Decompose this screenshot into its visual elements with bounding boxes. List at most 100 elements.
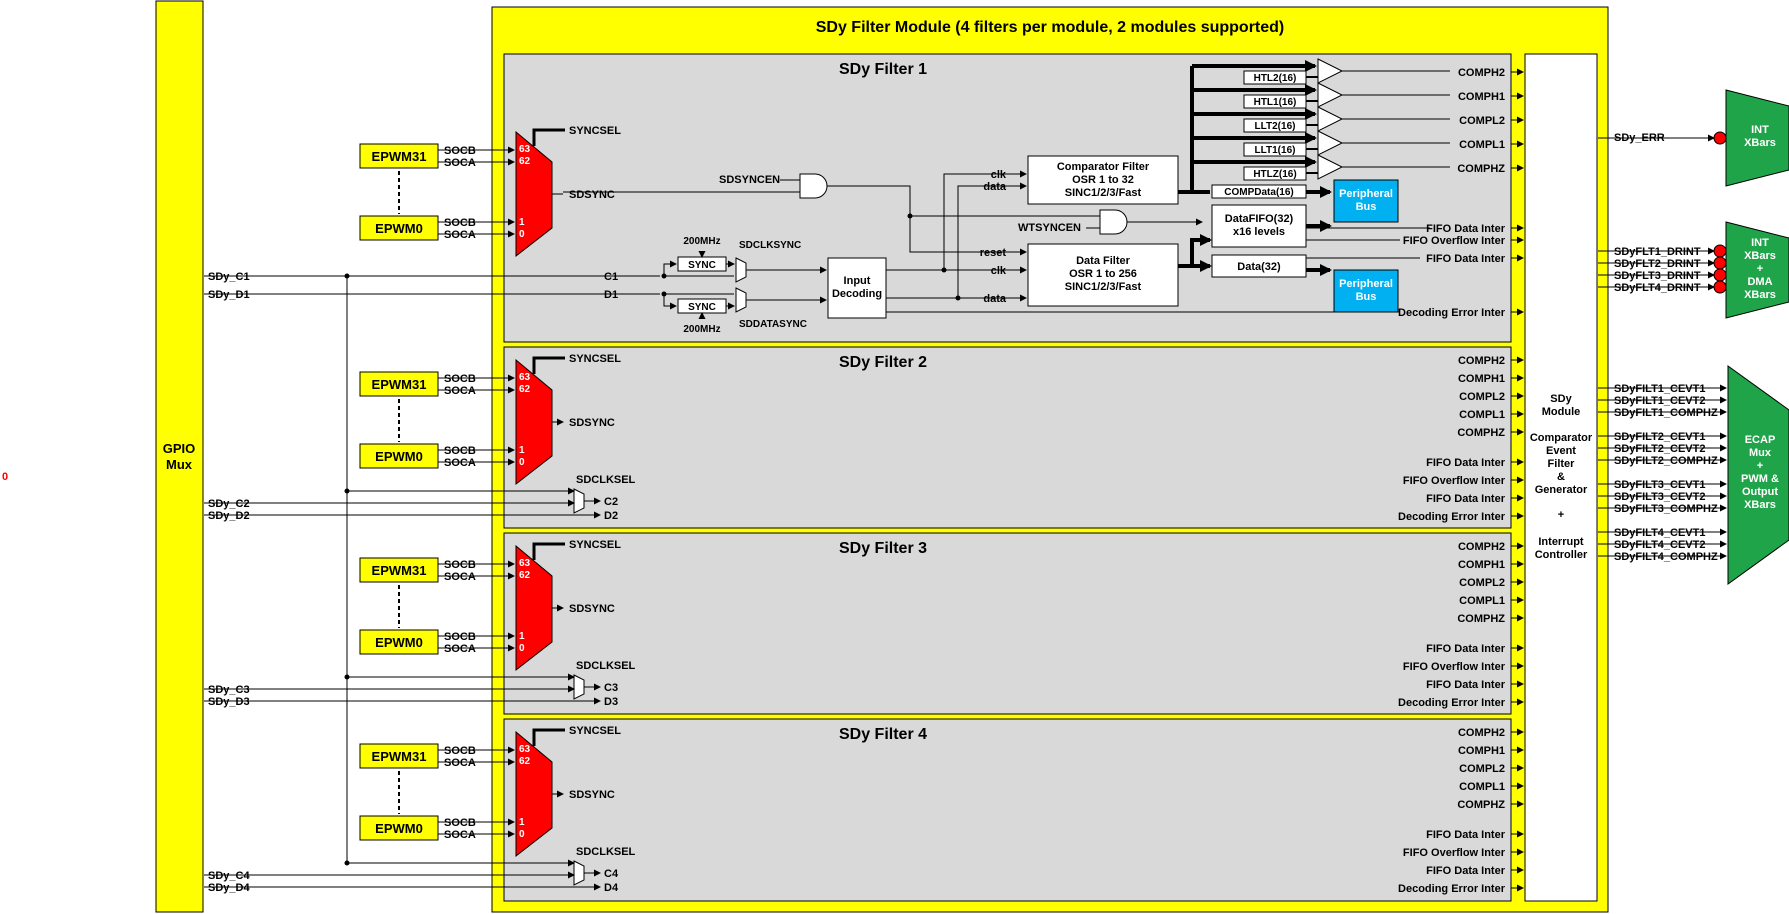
comparator-triangle	[1317, 154, 1344, 180]
cevt-label: SDyFILT2_CEVT2	[1614, 443, 1706, 455]
epwm31-label: EPWM31	[372, 749, 427, 764]
sync-mux	[735, 257, 747, 283]
syncsel-wire	[532, 542, 565, 560]
cevt-label: SDyFILT3_CEVT1	[1614, 479, 1706, 491]
sdclksel-label: SDCLKSEL	[576, 846, 636, 858]
sdsync-label: SDSYNC	[569, 417, 615, 429]
datafifo-label: DataFIFO(32)x16 levels	[1225, 213, 1294, 238]
output-label: COMPL1	[1459, 595, 1505, 607]
clk200-label: 200MHz	[683, 324, 720, 335]
and-gate-sdsyncen	[799, 173, 828, 199]
cevt-label: SDyFILT3_COMPHZ	[1614, 503, 1718, 515]
c1-label: C1	[604, 271, 618, 283]
syncsel-wire	[532, 728, 565, 746]
soc-label: SOCA	[444, 643, 476, 655]
pin-label-clk: SDy_C1	[208, 271, 250, 283]
cevt-label: SDyFILT2_CEVT1	[1614, 431, 1706, 443]
comp-data-label: data	[983, 181, 1007, 193]
output-label: FIFO Data Inter	[1426, 253, 1506, 265]
filter-3-block	[503, 532, 1512, 715]
syncsel-label: SYNCSEL	[569, 353, 621, 365]
output-label: Decoding Error Inter	[1398, 883, 1506, 895]
filter-4-title: SDy Filter 4	[839, 726, 927, 743]
output-label: COMPL2	[1459, 763, 1505, 775]
output-label: COMPL1	[1459, 139, 1505, 151]
output-label: Decoding Error Inter	[1398, 307, 1506, 319]
comparator-triangle	[1317, 58, 1344, 84]
sync-in-wire	[663, 260, 677, 276]
pin-label-data: SDy_D3	[208, 696, 250, 708]
pin-label-clk: SDy_C3	[208, 684, 250, 696]
epwm0-label: EPWM0	[375, 449, 423, 464]
soc-label: SOCB	[444, 445, 476, 457]
datafifo-box	[1211, 204, 1307, 248]
connection-dot	[1713, 131, 1727, 145]
syncsel-wire	[532, 356, 565, 374]
sync-label: SYNC	[688, 302, 716, 313]
syncsel-label: SYNCSEL	[569, 125, 621, 137]
comparator-triangle	[1317, 130, 1344, 156]
filter-2-block	[503, 346, 1512, 529]
drint-label: SDyFLT4_DRINT	[1614, 282, 1701, 294]
syncsel-mux	[515, 730, 553, 858]
soc-label: SOCA	[444, 229, 476, 241]
threshold-label: LLT1(16)	[1255, 145, 1296, 156]
reset-label: reset	[980, 247, 1007, 259]
output-label: COMPL1	[1459, 781, 1505, 793]
threshold-label: HTL1(16)	[1254, 97, 1297, 108]
output-label: COMPH2	[1458, 67, 1505, 79]
left-marker: 0	[2, 471, 8, 483]
soc-label: SOCA	[444, 157, 476, 169]
output-label: FIFO Overflow Inter	[1403, 475, 1506, 487]
soc-label: SOCB	[444, 631, 476, 643]
soc-label: SOCB	[444, 373, 476, 385]
filter-3-title: SDy Filter 3	[839, 540, 927, 557]
syncsel-label: SYNCSEL	[569, 539, 621, 551]
cevt-label: SDyFILT1_CEVT2	[1614, 395, 1706, 407]
sdsyncen-label: SDSYNCEN	[719, 174, 780, 186]
comparator-filter-block	[1027, 155, 1179, 205]
epwm31-box	[359, 371, 439, 397]
pin-label-data: SDy_D2	[208, 510, 250, 522]
output-label: COMPHZ	[1457, 613, 1505, 625]
output-label: COMPL1	[1459, 409, 1505, 421]
sdy-module-plus: +	[1558, 509, 1564, 521]
comparator-triangle	[1317, 106, 1344, 132]
cevt-label: SDyFILT2_COMPHZ	[1614, 455, 1718, 467]
ecap-xbar	[1727, 365, 1789, 585]
threshold-label: HTL2(16)	[1254, 73, 1297, 84]
soc-label: SOCA	[444, 571, 476, 583]
epwm31-label: EPWM31	[372, 377, 427, 392]
output-label: COMPHZ	[1457, 427, 1505, 439]
output-label: FIFO Data Inter	[1426, 457, 1506, 469]
reset-wire	[827, 185, 1027, 256]
output-label: FIFO Data Inter	[1426, 643, 1506, 655]
syncsel-wire	[532, 128, 565, 146]
output-label: COMPH1	[1458, 745, 1505, 757]
connection-dot	[1713, 280, 1727, 294]
cevt-label: SDyFILT3_CEVT2	[1614, 491, 1706, 503]
output-label: Decoding Error Inter	[1398, 511, 1506, 523]
gpio-mux-block	[155, 0, 204, 913]
filter-1-title: SDy Filter 1	[839, 61, 927, 78]
soc-label: SOCB	[444, 559, 476, 571]
filter-c-label: C2	[604, 496, 618, 508]
pin-label-data: SDy_D1	[208, 289, 250, 301]
output-label: FIFO Data Inter	[1426, 829, 1506, 841]
input-decoding-block	[827, 257, 887, 319]
epwm0-label: EPWM0	[375, 821, 423, 836]
epwm31-box	[359, 557, 439, 583]
filter-c-label: C4	[604, 868, 619, 880]
sdy-module-block	[1524, 53, 1598, 902]
